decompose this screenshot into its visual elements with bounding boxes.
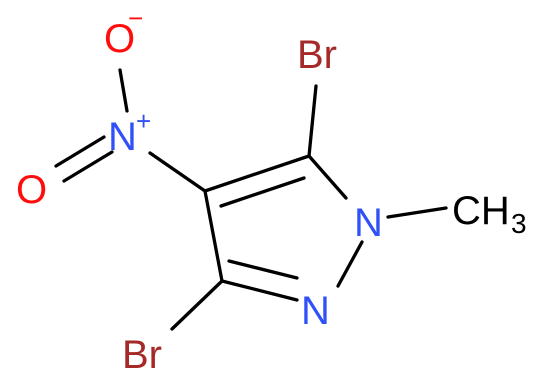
bond-c4-nitro: [148, 151, 207, 193]
bond-c5-n1: [307, 154, 348, 200]
bond-n1-n2: [336, 240, 364, 288]
oxygen-negative-charge: −: [128, 3, 143, 33]
bond-c3-c4: [203, 189, 224, 283]
bond-c5-br: [307, 84, 318, 158]
atom-labels: Br Br N N N + O − O CH 3: [16, 3, 527, 377]
oxygen-minus-label: O: [104, 17, 135, 61]
bond-nitro-o-minus: [118, 68, 129, 113]
bond-c3-br: [170, 279, 224, 331]
bond-n2-c3: [220, 279, 299, 302]
bond-c4-c5-inner: [219, 176, 306, 208]
bromine-top-label: Br: [297, 33, 337, 77]
bond-nitro-o-double-a: [54, 135, 106, 168]
bond-n1-methyl: [386, 206, 448, 219]
nitro-positive-charge: +: [136, 106, 151, 136]
nitro-nitrogen-label: N: [108, 115, 137, 159]
oxygen-double-label: O: [16, 168, 47, 212]
ring-nitrogen-methyl-label: N: [354, 201, 383, 245]
bond-c4-c5: [203, 154, 311, 193]
methyl-subscript: 3: [511, 208, 527, 239]
methyl-group-label: CH: [452, 189, 510, 233]
ring-nitrogen-double-label: N: [301, 289, 330, 333]
bond-n2-c3-inner: [227, 259, 299, 280]
bonds: [54, 68, 448, 331]
bond-nitro-o-double-b: [62, 150, 114, 183]
bromine-bottom-label: Br: [122, 333, 162, 377]
